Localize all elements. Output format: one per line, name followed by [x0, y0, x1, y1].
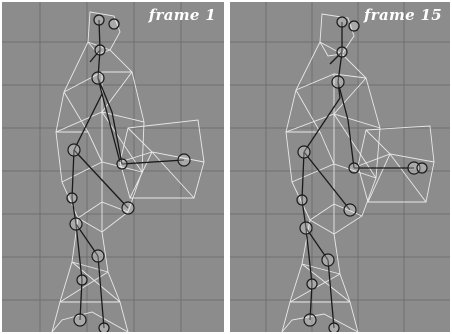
joint-markers	[297, 17, 427, 332]
skeleton-rig	[72, 20, 184, 328]
viewport-frame-15[interactable]: frame 15	[230, 2, 450, 332]
scene-frame-15	[230, 2, 450, 332]
viewport-frame-1[interactable]: frame 1	[2, 2, 224, 332]
floor-grid	[2, 2, 224, 332]
frame-label: frame 15	[364, 6, 442, 24]
scene-frame-1	[2, 2, 224, 332]
frame-label: frame 1	[149, 6, 216, 24]
